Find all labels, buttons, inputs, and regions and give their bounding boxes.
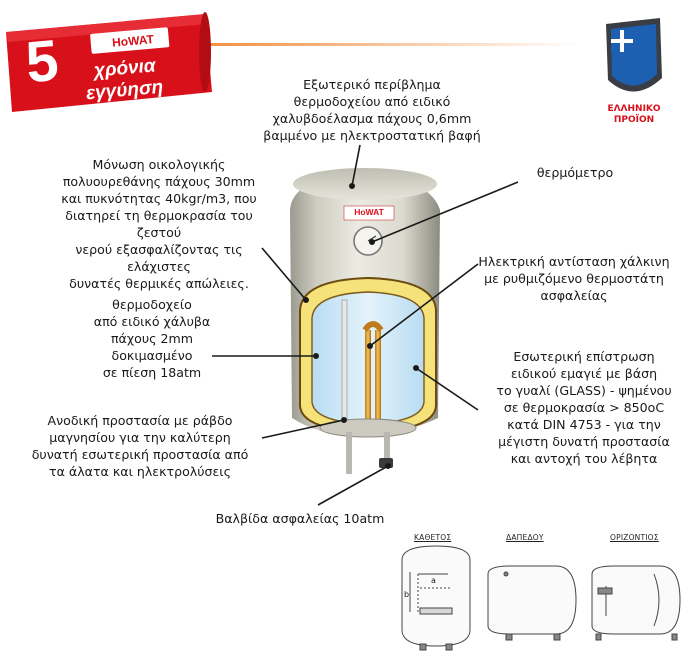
warranty-ribbon: [6, 12, 212, 112]
header-rule: [190, 43, 580, 46]
callout-thermometer: θερμόμετρο: [536, 165, 614, 180]
orientation-label-floor: ΔΑΠΕΔΟΥ: [506, 533, 544, 542]
warranty-years: 5: [23, 27, 62, 96]
orientation-floor: [487, 565, 577, 641]
origin-badge-line-2: ΠΡΟΪΟΝ: [613, 115, 655, 125]
heating-element: [365, 330, 371, 426]
dimension-a-label: a: [431, 576, 436, 585]
water-heater: [290, 168, 440, 474]
orientation-label-horizontal: ΟΡΙΖΟΝΤΙΟΣ: [610, 533, 659, 542]
dimension-b-label: b: [404, 590, 410, 599]
heating-element-2: [375, 330, 381, 426]
orientation-horizontal: [591, 565, 681, 641]
callout-anode: Ανοδική προστασία με ράβδο μαγνησίου για…: [31, 413, 249, 479]
cold-inlet-pipe: [346, 432, 352, 474]
orientation-vertical: [401, 545, 471, 651]
callout-valve: Βαλβίδα ασφαλείας 10atm: [215, 511, 385, 526]
callout-glass-coating: Εσωτερική επίστρωση ειδικού εμαγιέ με βά…: [496, 349, 672, 466]
origin-badge-line-1: ΕΛΛΗΝΙΚΟ: [607, 104, 661, 114]
anode-rod: [341, 299, 348, 427]
callout-outer-casing: Εξωτερικό περίβλημα θερμοδοχείου από ειδ…: [263, 77, 481, 143]
orientation-label-vertical: ΚΑΘΕΤΟΣ: [414, 533, 452, 542]
brand-plate: [343, 205, 395, 221]
callout-tank: θερμοδοχείο από ειδικό χάλυβα πάχους 2mm…: [93, 297, 211, 380]
callout-heater: Ηλεκτρική αντίσταση χάλκινη με ρυθμιζόμε…: [478, 254, 670, 303]
leader-lines: [212, 144, 519, 506]
hot-outlet-pipe: [384, 432, 390, 466]
callout-insulation: Μόνωση οικολογικής πολυουρεθάνης πάχους …: [61, 157, 257, 291]
heater-brand-label: HoWAT: [354, 207, 384, 217]
greek-flag-shield-icon: [606, 0, 662, 92]
